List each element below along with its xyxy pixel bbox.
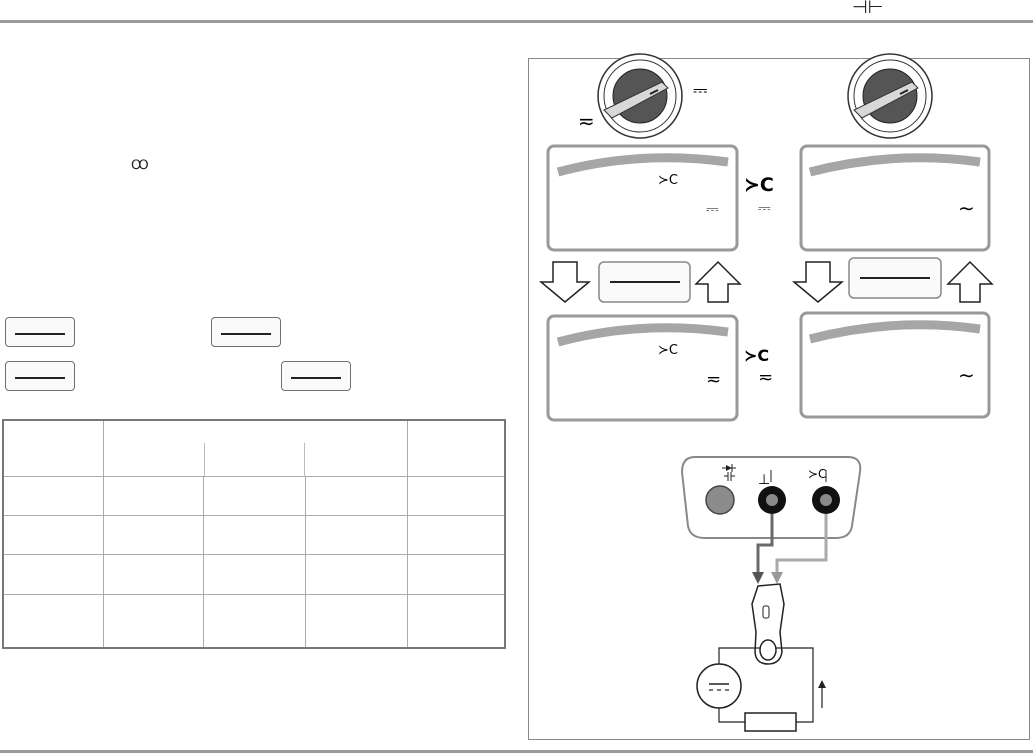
table-row <box>2 593 506 649</box>
down-arrow-icon <box>538 261 592 303</box>
lead-arrow-icon <box>752 572 764 584</box>
test-lead-light <box>775 514 828 576</box>
terminal-jack-2[interactable] <box>758 486 786 514</box>
ac-icon: ∼ <box>958 363 975 387</box>
display-panel-1 <box>546 144 739 252</box>
circuit-diagram <box>696 647 826 732</box>
figure-frame <box>528 58 1030 740</box>
select-key-1[interactable] <box>598 261 691 303</box>
dc-source-icon <box>696 663 742 709</box>
resistor-icon <box>744 712 797 732</box>
acdc-icon: ≂ <box>706 369 721 390</box>
bottom-rule <box>0 750 1033 753</box>
table-subdivider <box>204 443 205 476</box>
table-cell <box>407 419 506 477</box>
function-key-2-bar <box>221 333 271 335</box>
table-cell <box>305 475 408 516</box>
table-cell <box>203 593 306 649</box>
top-rule <box>0 20 1033 23</box>
up-arrow-icon <box>946 260 994 303</box>
ground-icon: ⊥ <box>758 472 770 488</box>
table-cell <box>305 593 408 649</box>
table-cell <box>103 553 204 595</box>
display-panel-4 <box>799 311 991 419</box>
terminal-jack-1[interactable] <box>705 485 735 515</box>
function-key-4-bar <box>291 377 341 379</box>
up-arrow-icon <box>694 260 742 303</box>
dc-icon: ⎓ <box>706 199 719 218</box>
dc-icon: ⎓ <box>758 198 771 217</box>
measurement-table <box>2 419 506 649</box>
table-cell <box>305 553 408 595</box>
capacitor-icon: ⊣⊢ <box>852 0 884 17</box>
table-row <box>2 553 506 595</box>
table-cell <box>203 553 306 595</box>
rotary-switch-2[interactable] <box>847 53 933 139</box>
table-subdivider <box>304 443 305 476</box>
function-key-4[interactable] <box>281 361 351 391</box>
table-cell <box>103 475 204 516</box>
function-key-1-bar <box>15 333 65 335</box>
function-key-3[interactable] <box>5 361 75 391</box>
clamp-icon: ≻C <box>744 346 769 365</box>
table-cell <box>103 593 204 649</box>
table-cell <box>407 475 506 516</box>
function-key-3-bar <box>15 377 65 379</box>
clamp-icon: ≻C <box>658 173 678 188</box>
ac-icon: ∼ <box>958 196 975 220</box>
lead-arrow-icon <box>771 572 783 584</box>
clamp-icon: ≻C <box>658 343 678 358</box>
acdc-icon: ≂ <box>578 109 595 133</box>
terminal-jack-3[interactable] <box>812 486 840 514</box>
capacitor-terminal-label-icon <box>722 464 736 481</box>
current-clamp-icon <box>751 583 785 665</box>
table-cell <box>407 514 506 555</box>
down-arrow-icon <box>791 261 845 303</box>
acdc-icon: ≂ <box>758 367 773 388</box>
function-key-1[interactable] <box>5 317 75 347</box>
table-cell <box>407 593 506 649</box>
select-key-2[interactable] <box>848 257 942 299</box>
table-cell <box>407 553 506 595</box>
table-cell <box>2 553 104 595</box>
table-row <box>2 514 506 555</box>
test-lead-dark <box>756 514 774 576</box>
rotary-switch-1[interactable] <box>597 53 683 139</box>
function-key-2[interactable] <box>211 317 281 347</box>
clamp-icon: ≻C <box>808 467 826 481</box>
display-panel-3 <box>546 314 739 422</box>
display-panel-2 <box>799 144 991 252</box>
table-cell-group <box>103 419 408 477</box>
dc-icon: ⎓ <box>693 80 707 101</box>
table-cell <box>305 514 408 555</box>
clamp-icon: ≻C <box>744 174 774 196</box>
clamp-icon: Ꝏ <box>131 157 149 172</box>
